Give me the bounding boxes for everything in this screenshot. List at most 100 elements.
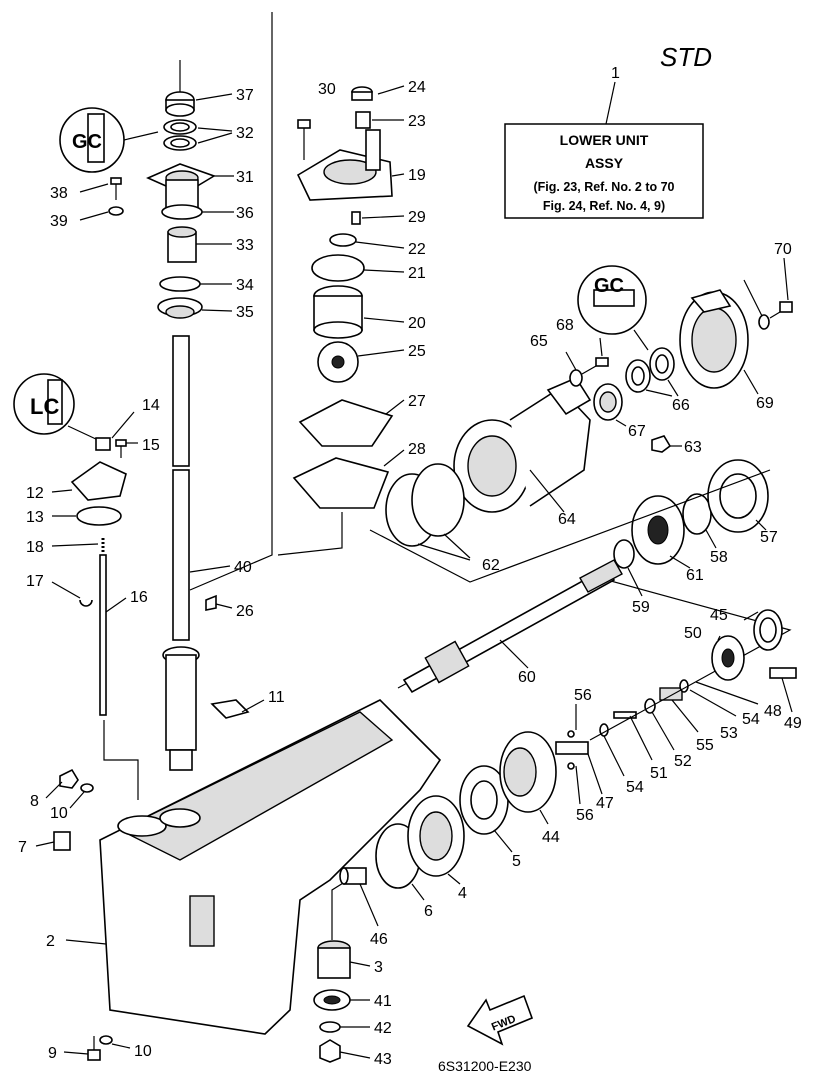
part-24-shape (351, 86, 373, 101)
part-45-shape (402, 559, 623, 694)
part-67-shape (651, 435, 672, 453)
part-27-shape (298, 399, 394, 447)
part-number: 21 (408, 265, 426, 282)
drawing-code: 6S31200-E230 (438, 1058, 532, 1074)
part-number: 3 (374, 959, 383, 976)
part-50-shape (753, 609, 783, 651)
part-68-shape (679, 289, 749, 389)
part-39-shape (108, 206, 124, 216)
part-19-shape (296, 129, 393, 201)
part-number: 53 (720, 725, 738, 742)
part-number: 61 (686, 567, 704, 584)
part-number: 23 (408, 113, 426, 130)
part-61-shape (682, 493, 712, 535)
svg-text:GC: GC (72, 131, 102, 153)
part-37-shape (165, 91, 195, 117)
part-number: 54 (742, 711, 760, 728)
part-30-shape (297, 119, 311, 160)
part-number: 57 (760, 529, 778, 546)
part-number: 54 (626, 779, 644, 796)
part-38-shape (110, 177, 122, 200)
part-number: 14 (142, 397, 160, 414)
part-number: 34 (236, 277, 254, 294)
part-8-shape (59, 768, 79, 789)
part-number: 25 (408, 343, 426, 360)
part-number: 17 (26, 573, 44, 590)
driveshaft-frame-line (189, 12, 273, 591)
part-number: 32 (236, 125, 254, 142)
assembly-ref-line-2: Fig. 24, Ref. No. 4, 9) (543, 199, 665, 213)
part-70-shape (758, 314, 770, 330)
assembly-box (504, 123, 704, 219)
assembly-ref-line-1: (Fig. 23, Ref. No. 2 to 70 (534, 180, 675, 194)
sealant-callout: GC (59, 107, 159, 173)
part-14-shape (95, 437, 111, 451)
part-number: 66 (672, 397, 690, 414)
assembly-title: LOWER UNIT (560, 132, 649, 148)
part-number: 55 (696, 737, 714, 754)
part-60-shape (613, 539, 635, 569)
part-number: 56 (576, 807, 594, 824)
part-55-shape (659, 687, 683, 701)
part-number: 39 (50, 213, 68, 230)
part-number: 30 (318, 81, 336, 98)
part-58-shape (707, 459, 769, 533)
part-number: 8 (30, 793, 39, 810)
part-69-shape (769, 301, 793, 319)
part-43-shape (319, 1039, 341, 1063)
part-56b-shape (567, 762, 575, 770)
part-4-shape (407, 795, 465, 877)
part-32-shape (163, 119, 197, 151)
part-15-shape (115, 439, 127, 458)
part-10b-shape (99, 1035, 113, 1045)
part-66-shape (569, 369, 583, 387)
part-46-shape (339, 867, 367, 885)
part-number: 28 (408, 441, 426, 458)
part-2-shape (99, 699, 442, 1035)
part-7-shape (53, 831, 71, 851)
seal-callout: GC (577, 265, 649, 351)
part-40-shape (162, 335, 200, 771)
part-number: 69 (756, 395, 774, 412)
part-number: 68 (556, 317, 574, 334)
part-number: 26 (236, 603, 254, 620)
part-number: 31 (236, 169, 254, 186)
part-number: 10 (134, 1043, 152, 1060)
part-number: 7 (18, 839, 27, 856)
part-49-shape (711, 635, 745, 681)
pump-bracket-line (277, 512, 343, 556)
part-number: 70 (774, 241, 792, 258)
part-number: 43 (374, 1051, 392, 1068)
part-number: 45 (710, 607, 728, 624)
part-number: 9 (48, 1045, 57, 1062)
part-57-shape (453, 376, 592, 513)
part-number: 59 (632, 599, 650, 616)
part-number: 62 (482, 557, 500, 574)
svg-text:LC: LC (30, 394, 59, 419)
part-number: 60 (518, 669, 536, 686)
part-number: 42 (374, 1020, 392, 1037)
part-26-shape (205, 594, 217, 611)
part-number: 40 (234, 559, 252, 576)
pinion-frame-line (331, 879, 349, 940)
part-number: 65 (530, 333, 548, 350)
part-56-shape (567, 730, 575, 738)
assembly-subtitle: ASSY (585, 155, 624, 171)
part-13-shape (76, 506, 122, 526)
part-29-shape (351, 211, 361, 225)
part-number: 29 (408, 209, 426, 226)
part-number: 58 (710, 549, 728, 566)
part-number: 5 (512, 853, 521, 870)
part-number: 47 (596, 795, 614, 812)
part-65-shape (581, 357, 609, 375)
part-47-shape (555, 741, 589, 755)
part-number: 16 (130, 589, 148, 606)
part-52-shape (644, 698, 656, 714)
std-label: STD (660, 42, 712, 72)
part-number: 2 (46, 933, 55, 950)
part-21-shape (311, 254, 365, 282)
part-62-shape (593, 383, 623, 421)
part-number: 48 (764, 703, 782, 720)
part-64b-shape (411, 463, 465, 537)
part-number: 13 (26, 509, 44, 526)
